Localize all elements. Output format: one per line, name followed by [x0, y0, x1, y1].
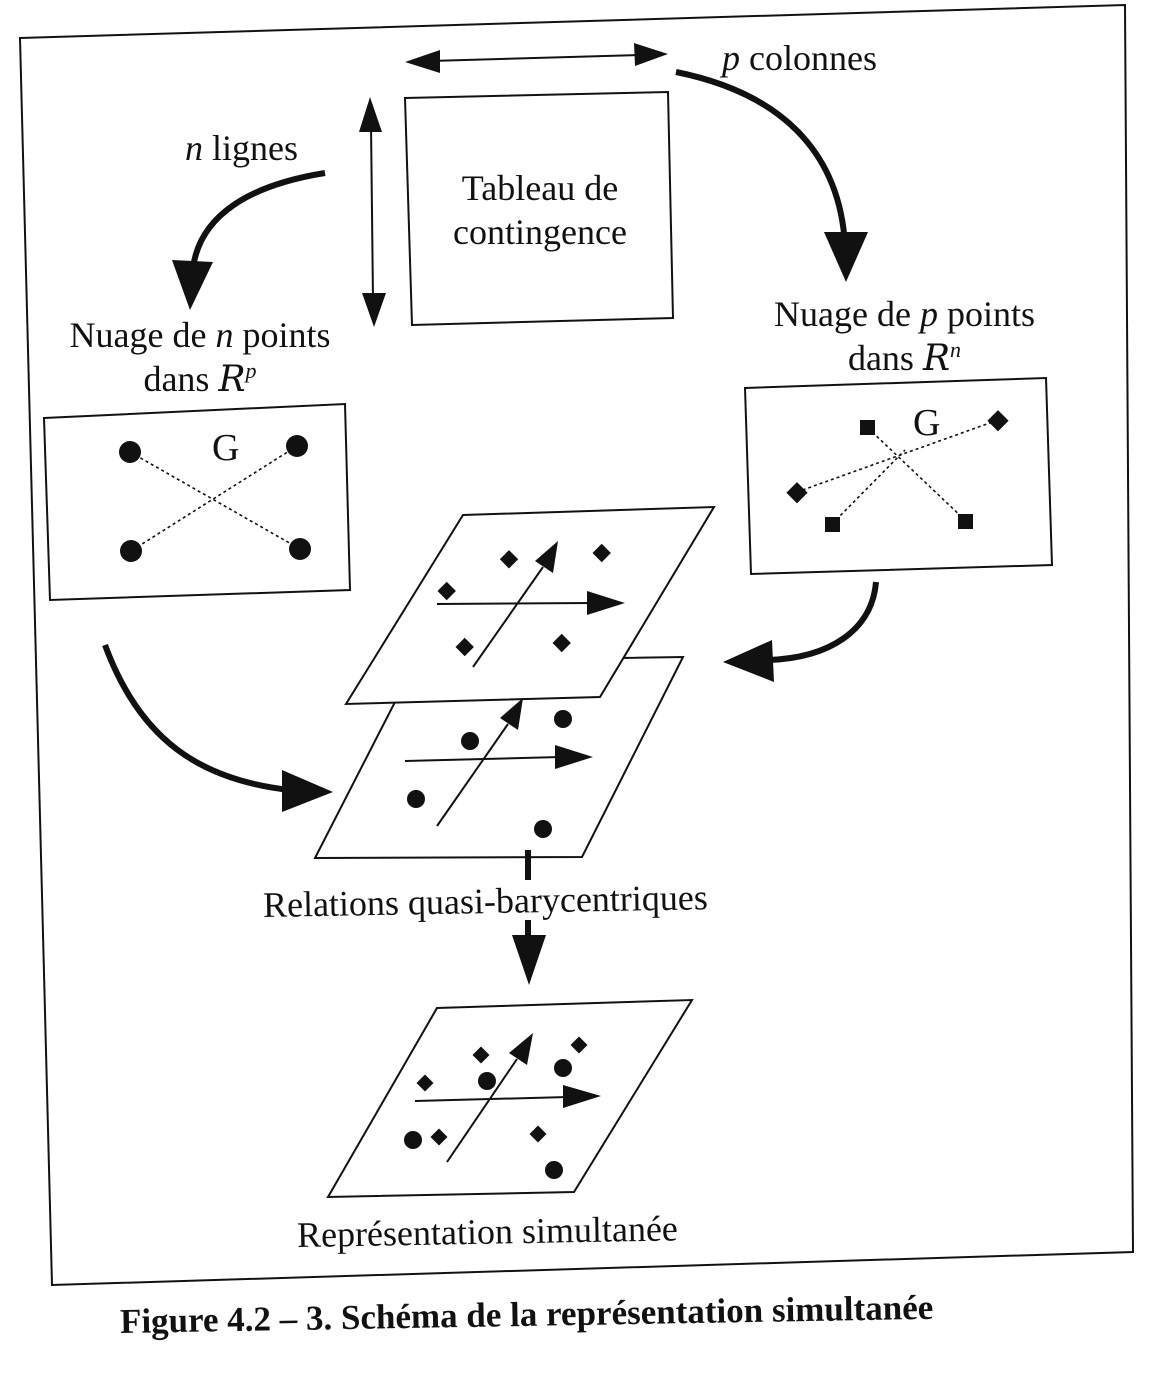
- row-cloud-title-part2: points: [242, 315, 331, 355]
- table-label-line1: Tableau de: [461, 168, 619, 208]
- row-plane-axes: [404, 698, 593, 827]
- column-cloud-title-line2: dans Rn: [742, 336, 1067, 381]
- column-cloud-box: [743, 376, 1054, 576]
- row-cloud-links: [129, 445, 301, 552]
- simultaneous-plane-axes: [414, 1033, 601, 1163]
- row-cloud-dans: dans: [143, 359, 210, 399]
- column-plane-points: [437, 543, 611, 657]
- relations-label: Relations quasi-barycentriques: [262, 877, 709, 925]
- column-cloud-points: [786, 410, 1009, 532]
- row-cloud-title-line1: Nuage de n points: [40, 313, 360, 357]
- simultaneous-label: Représentation simultanée: [296, 1208, 679, 1255]
- rows-var: n: [185, 128, 203, 168]
- down-arrow: [512, 850, 546, 985]
- table-label: Tableau de contingence: [410, 166, 670, 254]
- column-cloud-centroid-label: G: [913, 402, 941, 444]
- column-cloud-links: [796, 419, 999, 525]
- row-cloud-title: Nuage de n points dans Rp: [40, 313, 360, 402]
- rows-label: n lignes: [185, 126, 298, 170]
- row-cloud-title-line2: dans Rp: [40, 357, 360, 402]
- table-label-line2: contingence: [453, 212, 627, 252]
- row-cloud-space: R: [218, 359, 246, 400]
- curved-arrow-columns: [675, 69, 868, 282]
- curved-arrow-left-to-planes: [102, 643, 333, 812]
- column-cloud-exp: n: [950, 337, 962, 362]
- column-cloud-dans: dans: [847, 338, 914, 378]
- columns-var: p: [722, 38, 740, 78]
- row-cloud-centroid-label: G: [212, 427, 240, 469]
- columns-label: p colonnes: [722, 36, 877, 80]
- columns-double-arrow: [405, 43, 668, 73]
- curved-arrow-right-to-planes: [723, 581, 879, 682]
- contingency-table-box: [403, 90, 675, 327]
- column-cloud-title-part2: points: [946, 294, 1035, 334]
- curved-arrow-rows: [172, 170, 326, 310]
- row-cloud-var: n: [215, 315, 234, 355]
- row-cloud-title-part1: Nuage de: [69, 315, 207, 355]
- row-cloud-exp: p: [245, 358, 257, 383]
- column-cloud-title-line1: Nuage de p points: [742, 292, 1067, 336]
- row-cloud-points: [119, 435, 311, 562]
- outer-frame: [18, 3, 1135, 1287]
- columns-text: colonnes: [749, 38, 877, 78]
- row-cloud-box: [42, 402, 352, 602]
- column-plane-axes: [436, 541, 625, 668]
- column-cloud-title: Nuage de p points dans Rn: [742, 292, 1067, 381]
- column-cloud-space: R: [922, 338, 951, 379]
- rows-double-arrow: [359, 97, 386, 327]
- rows-text: lignes: [212, 128, 298, 168]
- column-cloud-title-part1: Nuage de: [774, 294, 911, 334]
- column-cloud-var: p: [919, 294, 938, 334]
- column-plane: [344, 505, 716, 706]
- simultaneous-plane-circles: [404, 1059, 572, 1179]
- row-plane-points: [407, 710, 572, 838]
